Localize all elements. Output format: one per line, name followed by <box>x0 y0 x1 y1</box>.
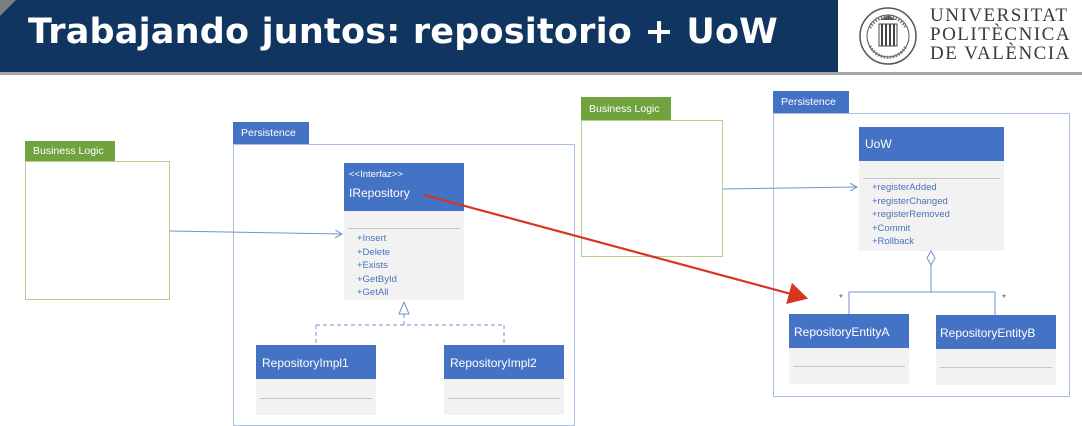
business-logic-tab-right: Business Logic <box>581 97 671 120</box>
irepository-operation: +Exists <box>357 260 388 271</box>
header-corner-accent <box>0 0 16 16</box>
university-name-line1: UNIVERSITAT <box>930 5 1069 26</box>
uow-separator <box>863 178 1000 179</box>
repositoryentitya-name: RepositoryEntityA <box>794 325 890 339</box>
business-logic-package-left <box>25 161 170 300</box>
irepository-operation: +Delete <box>357 246 391 258</box>
repositoryimpl2-header <box>444 345 564 379</box>
repositoryentityb-separator <box>940 367 1052 368</box>
repositoryimpl2-separator <box>448 398 560 399</box>
dependency-arrow-left <box>169 231 342 234</box>
business-logic-tab-left: Business Logic <box>25 141 115 161</box>
uow-header <box>859 127 1004 161</box>
repositoryentitya-separator <box>793 366 905 367</box>
uow-operation: +Commit <box>872 222 911 234</box>
irepository-operation: +GetById <box>357 273 397 285</box>
repositoryimpl1-name: RepositoryImpl1 <box>262 356 349 370</box>
repositoryimpl1-header <box>256 345 376 379</box>
uow-operation: +registerChanged <box>872 195 948 207</box>
multiplicity-entity-a: * <box>839 293 843 304</box>
uow-operation: +registerAdded <box>872 182 937 193</box>
irepository-stereotype: <<Interfaz>> <box>349 169 403 180</box>
slide-title: Trabajando juntos: repositorio + UoW <box>28 12 778 52</box>
irepository-name: IRepository <box>349 186 410 200</box>
university-name-line2: POLITÈCNICA <box>930 24 1072 45</box>
repositoryentityb-name: RepositoryEntityB <box>940 326 1036 340</box>
repositoryentityb-header <box>936 315 1056 349</box>
uow-operation: +Rollback <box>872 236 914 247</box>
aggregation-connector <box>848 249 996 315</box>
irepository-separator <box>348 228 460 229</box>
repositoryentitya-header <box>789 314 909 348</box>
highlight-arrow <box>423 193 809 305</box>
dependency-arrow-right <box>722 187 857 189</box>
irepository-header <box>344 163 464 211</box>
repositoryimpl1-separator <box>260 398 372 399</box>
multiplicity-entity-b: * <box>1002 293 1006 304</box>
realization-connector <box>315 300 505 345</box>
uow-name: UoW <box>865 137 892 151</box>
university-name: UNIVERSITAT POLITÈCNICA DE VALÈNCIA <box>930 6 1071 63</box>
irepository-body <box>344 211 464 300</box>
uow-body <box>859 161 1004 251</box>
persistence-tab-right: Persistence <box>773 91 849 113</box>
university-seal-icon <box>859 7 917 65</box>
header-divider <box>0 72 1082 75</box>
repositoryimpl2-name: RepositoryImpl2 <box>450 356 537 370</box>
university-logo: UNIVERSITAT POLITÈCNICA DE VALÈNCIA <box>838 0 1082 73</box>
persistence-tab-left: Persistence <box>233 122 309 144</box>
repositoryimpl2-body <box>444 379 564 415</box>
repositoryimpl1-body <box>256 379 376 415</box>
irepository-operation: +Insert <box>357 233 387 244</box>
uow-operation: +registerRemoved <box>872 209 950 220</box>
irepository-operation: +GetAll <box>357 287 389 298</box>
university-name-line3: DE VALÈNCIA <box>930 43 1071 64</box>
slide-header: Trabajando juntos: repositorio + UoW <box>0 0 838 72</box>
business-logic-package-right <box>581 120 723 257</box>
